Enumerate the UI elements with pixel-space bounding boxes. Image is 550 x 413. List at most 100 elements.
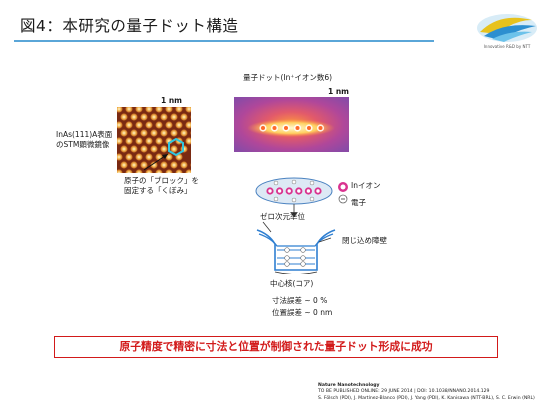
stm-atom bbox=[190, 131, 191, 135]
qd-ion-core bbox=[307, 126, 311, 130]
stm-atom bbox=[185, 137, 191, 145]
stm-atom bbox=[190, 115, 191, 119]
stm-atom bbox=[120, 129, 128, 137]
citation: Nature Nanotechnology TO BE PUBLISHED ON… bbox=[318, 383, 535, 402]
stm-atom bbox=[175, 107, 183, 113]
stm-atom bbox=[145, 153, 153, 161]
stm-atom bbox=[190, 163, 191, 167]
qd-ion-core bbox=[261, 126, 265, 130]
chain-ion-center bbox=[277, 189, 282, 193]
logo-caption: Innovative R&D by NTT bbox=[483, 44, 531, 49]
stm-note-1: 原子の「ブロック」を bbox=[124, 176, 199, 185]
stm-atom bbox=[165, 121, 173, 129]
well-electron bbox=[284, 261, 290, 267]
potential-well-diagram bbox=[256, 221, 336, 274]
stm-surface-label-2: のSTM顕微鏡像 bbox=[56, 140, 110, 149]
legend-electron-label: 電子 bbox=[351, 198, 366, 207]
stm-atom bbox=[145, 121, 153, 129]
stm-atom bbox=[117, 169, 123, 173]
stm-atom bbox=[145, 107, 153, 113]
stm-atom bbox=[185, 107, 191, 113]
chain-electron bbox=[291, 197, 297, 203]
stm-atom bbox=[170, 113, 178, 121]
stm-atom bbox=[140, 161, 148, 169]
stm-atom bbox=[150, 113, 158, 121]
position-error-label: 位置誤差 ~ 0 nm bbox=[272, 308, 333, 317]
well-electron bbox=[284, 255, 290, 261]
summary-text: 原子精度で精密に寸法と位置が制御された量子ドット形成に成功 bbox=[119, 340, 433, 353]
well-electron bbox=[300, 261, 306, 267]
stm-atom bbox=[125, 169, 133, 173]
stm-atom bbox=[155, 107, 163, 113]
stm-atom bbox=[145, 169, 153, 173]
stm-atom bbox=[185, 169, 191, 173]
stm-atom bbox=[130, 113, 138, 121]
stm-atom bbox=[140, 129, 148, 137]
qd-ion-core bbox=[318, 126, 323, 130]
chain-ion-center bbox=[316, 189, 320, 193]
stm-atom bbox=[135, 137, 143, 145]
citation-publication: TO BE PUBLISHED ONLINE: 29 JUNE 2014 | D… bbox=[318, 389, 490, 395]
stm-atom bbox=[170, 129, 178, 137]
stm-atom bbox=[160, 113, 168, 121]
chain-electron bbox=[273, 196, 279, 202]
stm-atom bbox=[160, 129, 168, 137]
electron-legend-icon bbox=[338, 194, 348, 204]
qd-ion-core bbox=[284, 126, 288, 130]
stm-atom bbox=[165, 169, 173, 173]
stm-atom bbox=[117, 107, 123, 113]
chain-ion-center bbox=[268, 189, 272, 193]
stm-atom bbox=[145, 137, 153, 145]
stm-atom bbox=[165, 107, 173, 113]
stm-atom bbox=[135, 169, 143, 173]
chain-ion-center bbox=[287, 189, 291, 193]
stm-atom bbox=[117, 137, 123, 145]
stm-note-2: 固定する「くぼみ」 bbox=[124, 186, 192, 195]
stm-scale-label: 1 nm bbox=[161, 96, 182, 105]
stm-atom bbox=[125, 107, 133, 113]
down-arrow-icon bbox=[290, 204, 298, 217]
barrier-label: 閉じ込め障壁 bbox=[342, 236, 387, 245]
stm-image bbox=[117, 107, 191, 173]
citation-journal: Nature Nanotechnology bbox=[318, 383, 380, 388]
stm-atom bbox=[150, 145, 158, 153]
stm-atom bbox=[130, 161, 138, 169]
chain-electron bbox=[291, 179, 297, 185]
quantum-dot-heading: 量子ドット(In⁺イオン数6) bbox=[243, 73, 333, 82]
stm-atom bbox=[140, 145, 148, 153]
stm-atom bbox=[170, 161, 178, 169]
stm-atom bbox=[185, 121, 191, 129]
stm-atom bbox=[130, 145, 138, 153]
title-divider bbox=[14, 40, 434, 42]
stm-atom bbox=[120, 113, 128, 121]
chain-electron bbox=[273, 180, 279, 186]
legend-ion-label: Inイオン bbox=[351, 181, 381, 190]
stm-atom bbox=[125, 153, 133, 161]
chain-ion-center bbox=[306, 189, 311, 193]
stm-atom bbox=[160, 145, 168, 153]
stm-pointer-arrow bbox=[143, 153, 169, 171]
stm-atom bbox=[130, 129, 138, 137]
stm-atom bbox=[160, 161, 168, 169]
chain-electron bbox=[309, 196, 315, 202]
chain-electron bbox=[309, 180, 315, 186]
stm-atom bbox=[135, 107, 143, 113]
qd-ion-core bbox=[295, 126, 300, 130]
stm-atom bbox=[125, 137, 133, 145]
stm-atom bbox=[180, 161, 188, 169]
quantum-dot-image bbox=[234, 97, 349, 152]
chain-ion-center bbox=[297, 189, 301, 193]
stm-atom bbox=[170, 145, 178, 153]
zero-dim-level-label: ゼロ次元準位 bbox=[260, 212, 305, 221]
qd-scale-label: 1 nm bbox=[328, 87, 349, 96]
size-error-label: 寸法誤差 ~ 0 % bbox=[272, 296, 328, 305]
stm-atom bbox=[120, 145, 128, 153]
well-electron bbox=[300, 255, 306, 261]
stm-atom bbox=[180, 113, 188, 121]
ion-legend-icon bbox=[338, 182, 348, 192]
stm-atom bbox=[180, 129, 188, 137]
citation-authors: S. Fölsch (PDI), J. Martínez-Blanco (PDI… bbox=[318, 395, 535, 401]
well-electron bbox=[284, 247, 290, 253]
stm-surface-label-1: InAs(111)A表面 bbox=[56, 130, 113, 139]
stm-atom bbox=[155, 121, 163, 129]
